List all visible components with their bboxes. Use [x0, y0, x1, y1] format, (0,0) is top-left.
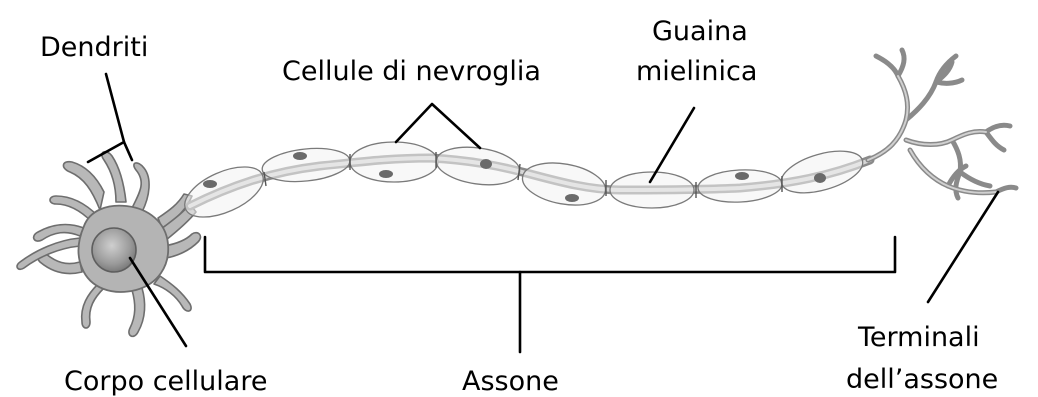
label-guaina-line1: Guaina [652, 16, 748, 47]
label-guaina-line2: mielinica [636, 56, 757, 87]
axon-bracket [205, 237, 895, 352]
myelin-sheath [177, 142, 867, 227]
label-assone: Assone [462, 366, 559, 397]
label-terminali-line2: dell’assone [846, 364, 998, 395]
nucleus [92, 228, 136, 272]
guaina-pointer [650, 108, 694, 182]
axon [177, 142, 870, 227]
label-dendriti: Dendriti [40, 32, 148, 63]
dendriti-pointer [88, 74, 132, 162]
label-cellule-nevroglia: Cellule di nevroglia [282, 56, 541, 87]
cell-body [17, 152, 200, 337]
label-terminali-line1: Terminali [857, 322, 980, 353]
label-corpo-cellulare: Corpo cellulare [64, 366, 267, 397]
terminali-pointer [928, 192, 998, 302]
axon-terminals [868, 50, 1016, 198]
nevroglia-pointer [396, 104, 480, 148]
